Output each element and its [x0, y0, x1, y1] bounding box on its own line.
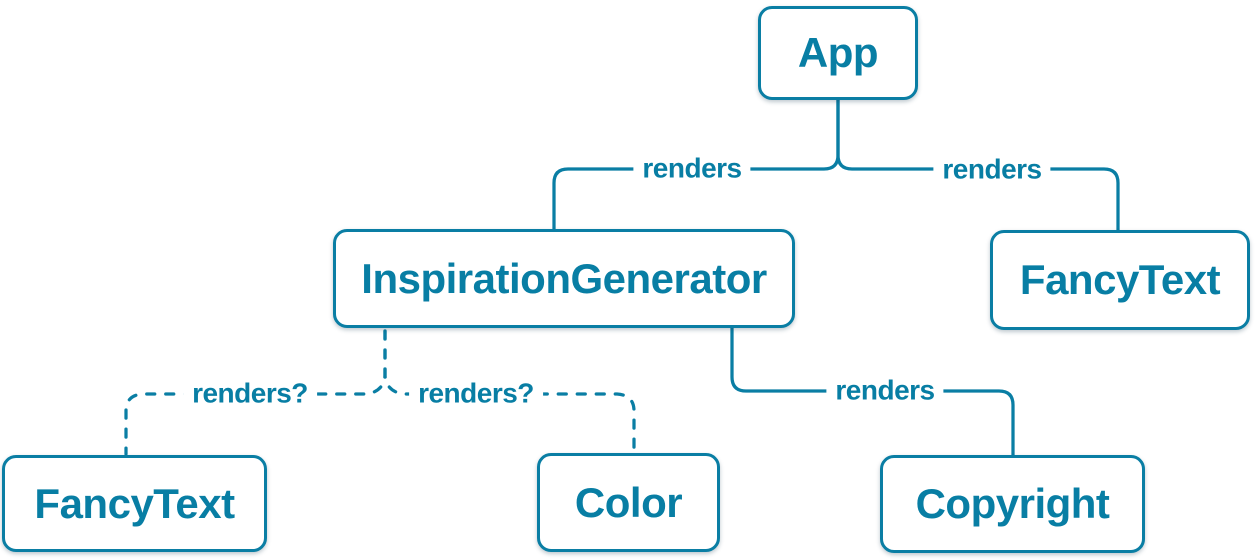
edge-label-renders-inspirationgenerator: renders	[633, 153, 751, 185]
node-color-label: Color	[574, 478, 683, 526]
node-fancy-text-bottom-label: FancyText	[34, 479, 235, 527]
node-fancy-text-bottom: FancyText	[2, 455, 267, 552]
node-color: Color	[537, 453, 720, 552]
edge-label-renders-copyright: renders	[826, 375, 944, 407]
node-inspiration-generator: InspirationGenerator	[333, 229, 795, 328]
node-app: App	[758, 6, 918, 100]
node-copyright: Copyright	[880, 455, 1145, 553]
node-fancy-text-top: FancyText	[990, 230, 1250, 330]
edge-label-renders-color: renders?	[409, 378, 543, 410]
node-app-label: App	[797, 29, 879, 76]
node-copyright-label: Copyright	[915, 480, 1110, 527]
edge-label-renders-fancytext-top: renders	[933, 154, 1051, 186]
edge-label-renders-fancytext-bottom: renders?	[183, 378, 317, 410]
node-fancy-text-top-label: FancyText	[1019, 256, 1221, 303]
node-inspiration-generator-label: InspirationGenerator	[361, 254, 767, 302]
